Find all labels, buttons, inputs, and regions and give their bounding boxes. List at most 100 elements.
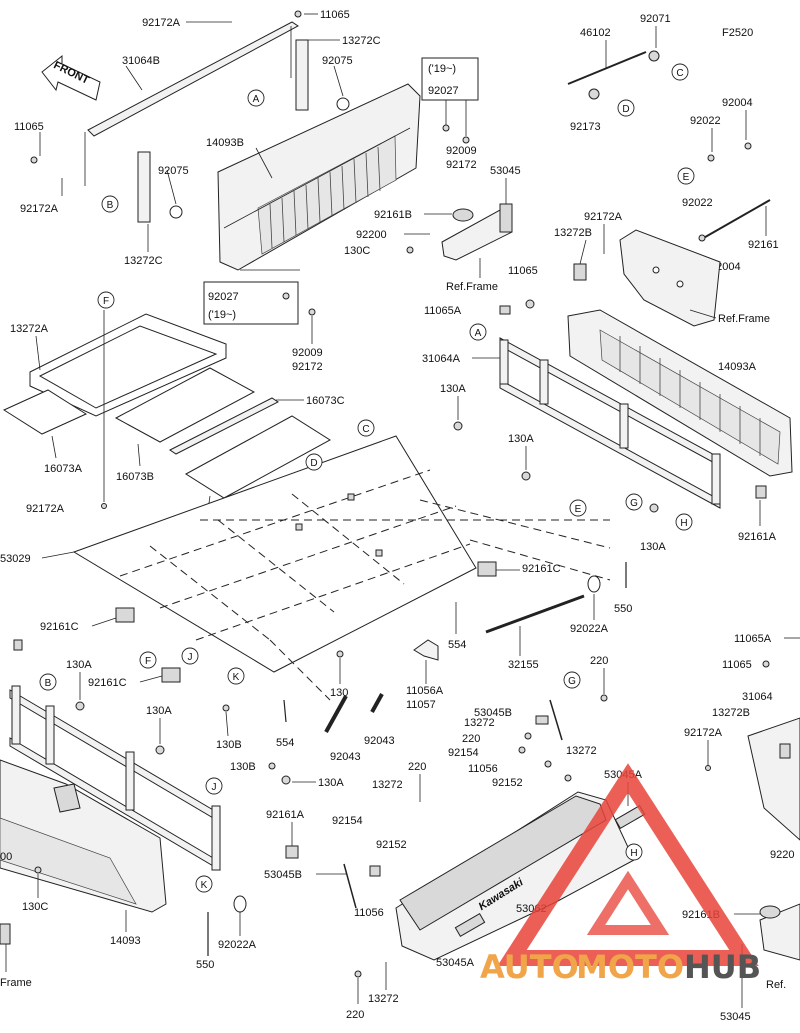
label-92027: 92027 [208,291,239,303]
label-13272: 13272 [464,717,495,729]
label-11056: 11056 [354,907,384,919]
label-550: 550 [196,959,214,971]
label-11056a: 11056A [406,685,444,697]
label-14093b: 14093B [206,137,244,149]
label-53045: 53045 [720,1011,751,1023]
label-130b: 130B [230,761,256,773]
label-00: 00 [0,851,12,863]
callout-b-2: B [39,673,57,691]
label-19-top: ('19~) [428,63,456,75]
callout-g-2: G [563,671,581,689]
watermark-logo [497,763,759,966]
label-53045b: 53045B [264,869,302,881]
front-arrow-icon: FRONT [41,54,101,101]
clip-11056a [413,639,439,661]
label-16073b: 16073B [116,471,154,483]
bolt-92161 [698,142,771,242]
rod-32155 [485,562,627,634]
label-92173: 92173 [570,121,601,133]
svg-text:K: K [201,880,208,891]
label-92022: 92022 [690,115,721,127]
label-ref-frame: Ref.Frame [718,313,770,325]
callout-d-2: D [305,453,323,471]
watermark-hub: HUB [684,948,761,986]
panel-14093 [0,759,167,913]
label-11065: 11065 [722,659,752,671]
callout-h-1: H [675,513,693,531]
label-130a: 130A [66,659,92,671]
label-11057: 11057 [406,699,436,711]
label-92161a: 92161A [738,531,777,543]
label-92172a: 92172A [20,203,59,215]
mat-16073b [114,367,256,443]
label-130a: 130A [640,541,666,553]
svg-text:E: E [575,504,582,515]
label-11065a: 11065A [734,633,772,645]
svg-text:G: G [630,498,638,509]
label-13272c: 13272C [342,35,381,47]
label-554: 554 [448,639,466,651]
label-11065: 11065 [320,9,350,21]
svg-text:H: H [680,518,687,529]
frame-bracket [573,229,721,327]
label-554: 554 [276,737,294,749]
label-92022a: 92022A [570,623,609,635]
rail-31064a [453,337,721,513]
svg-text:B: B [45,678,52,689]
label-19-low: ('19~) [208,309,236,321]
callout-k-2: K [195,875,213,893]
svg-text:H: H [630,848,637,859]
label-16073c: 16073C [306,395,345,407]
label-92161a: 92161A [266,809,305,821]
label-53029: 53029 [0,553,31,565]
svg-text:F: F [103,296,109,307]
label-92161c: 92161C [88,677,127,689]
svg-text:C: C [676,68,683,79]
label-14093: 14093 [110,935,141,947]
callout-e-2: E [569,499,587,517]
callout-c-2: C [357,419,375,437]
callout-h-2: H [625,843,643,861]
label-92161b: 92161B [374,209,412,221]
mat-16073 [185,415,331,499]
label-92172a: 92172A [142,17,181,29]
callout-k-1: K [227,667,245,685]
rail-left [9,639,299,871]
label-ref-frame: Ref.Frame [446,281,498,293]
svg-text:E: E [683,172,690,183]
panel-14093a [567,309,793,499]
label-13272: 13272 [566,745,597,757]
svg-text:D: D [310,458,317,469]
pin-92043 [324,693,384,733]
callout-c-1: C [671,63,689,81]
label-92004: 92004 [722,97,753,109]
label-92071: 92071 [640,13,671,25]
label-13272b: 13272B [554,227,592,239]
label-ref: Ref. [766,979,786,991]
label-92154: 92154 [448,747,479,759]
svg-text:D: D [622,104,629,115]
label-31064b: 31064B [122,55,160,67]
panel-far-right [747,717,800,961]
label-31064: 31064 [742,691,773,703]
callout-j-1: J [181,647,199,665]
label-130a: 130A [318,777,344,789]
label-130a: 130A [508,433,534,445]
label-11065: 11065 [508,265,538,277]
label-92075: 92075 [158,165,189,177]
label-13272a: 13272A [10,323,49,335]
label-9220: 9220 [770,849,794,861]
label-32155: 32155 [508,659,539,671]
svg-text:C: C [362,424,369,435]
label-92161: 92161 [748,239,779,251]
label-16073a: 16073A [44,463,83,475]
callout-f-1: F [97,291,115,309]
mat-16073a [2,389,88,435]
label-92043: 92043 [364,735,395,747]
svg-text:K: K [233,672,240,683]
label-92172a: 92172A [684,727,723,739]
bed-floor-53029 [72,435,611,701]
svg-text:F: F [145,656,151,667]
svg-text:J: J [212,782,217,793]
